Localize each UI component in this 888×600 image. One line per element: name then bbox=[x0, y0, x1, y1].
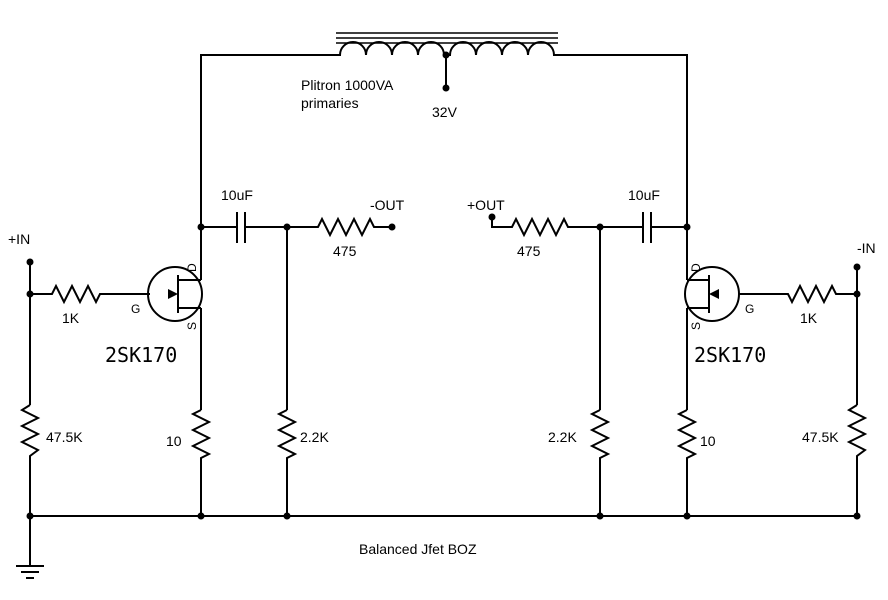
left-jfet-label: 2SK170 bbox=[105, 343, 177, 367]
left-pin-s: S bbox=[185, 322, 199, 330]
left-output-resistor-value: 475 bbox=[333, 243, 357, 259]
right-gate-resistor bbox=[738, 283, 857, 305]
right-pin-g: G bbox=[745, 302, 754, 316]
left-cap-value: 10uF bbox=[221, 187, 253, 203]
right-input-label: -IN bbox=[857, 240, 876, 256]
right-bias-resistor bbox=[846, 404, 868, 516]
left-pin-g: G bbox=[131, 302, 140, 316]
right-drain-wire bbox=[558, 54, 688, 227]
left-jfet bbox=[147, 266, 203, 322]
left-bias-resistor bbox=[19, 404, 41, 516]
left-gate-resistor-value: 1K bbox=[62, 310, 80, 326]
right-jfet-label: 2SK170 bbox=[694, 343, 766, 367]
right-output-resistor-value: 475 bbox=[517, 243, 541, 259]
left-input-label: +IN bbox=[8, 231, 30, 247]
ground-symbol bbox=[16, 516, 44, 579]
right-pin-d: D bbox=[689, 263, 703, 272]
transformer: Plitron 1000VA primaries 32V bbox=[301, 32, 558, 120]
right-load-resistor-value: 2.2K bbox=[548, 429, 577, 445]
right-jfet bbox=[684, 266, 740, 322]
right-load-resistor bbox=[589, 409, 611, 516]
left-source-resistor bbox=[190, 409, 212, 516]
right-output-label: +OUT bbox=[467, 197, 505, 213]
transformer-label-line1: Plitron 1000VA bbox=[301, 77, 394, 93]
left-gate-resistor bbox=[30, 283, 150, 305]
left-source-resistor-value: 10 bbox=[166, 433, 182, 449]
right-cap-value: 10uF bbox=[628, 187, 660, 203]
right-source-resistor-value: 10 bbox=[700, 433, 716, 449]
left-bias-resistor-value: 47.5K bbox=[46, 429, 83, 445]
right-source-resistor bbox=[676, 409, 698, 516]
left-drain-wire bbox=[200, 54, 336, 227]
left-output-resistor bbox=[287, 216, 392, 238]
transformer-tap-label: 32V bbox=[432, 104, 458, 120]
left-pin-d: D bbox=[185, 263, 199, 272]
right-pin-s: S bbox=[689, 322, 703, 330]
right-output-resistor bbox=[491, 216, 600, 238]
left-load-resistor-value: 2.2K bbox=[300, 429, 329, 445]
right-gate-resistor-value: 1K bbox=[800, 310, 818, 326]
diagram-title: Balanced Jfet BOZ bbox=[359, 541, 477, 557]
left-load-resistor bbox=[276, 409, 298, 516]
right-bias-resistor-value: 47.5K bbox=[802, 429, 839, 445]
left-output-label: -OUT bbox=[370, 197, 405, 213]
transformer-label-line2: primaries bbox=[301, 95, 359, 111]
